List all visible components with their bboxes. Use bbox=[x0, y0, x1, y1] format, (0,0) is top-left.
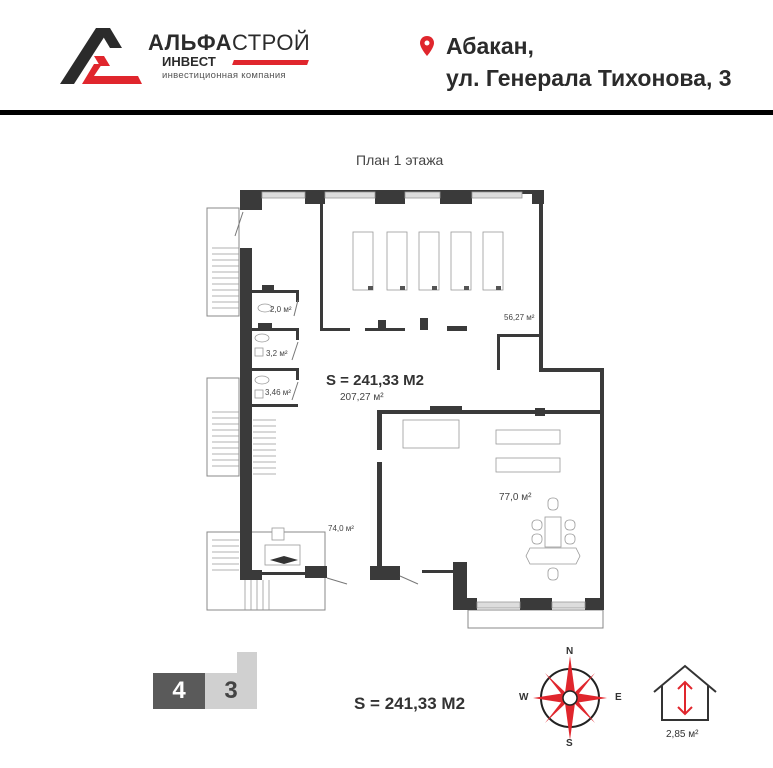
room-area-entrance: 74,0 м² bbox=[328, 524, 354, 533]
room-area-north-office: 56,27 м² bbox=[504, 313, 535, 322]
ceiling-height: 2,85 м² bbox=[650, 662, 720, 742]
logo-brand-bold: АЛЬФА bbox=[148, 30, 233, 55]
compass-s: S bbox=[566, 738, 573, 749]
plan-total-area: S = 241,33 М2 bbox=[326, 372, 424, 389]
room-area-wc-1: 2,0 м² bbox=[270, 305, 292, 314]
footer-total-area: S = 241,33 М2 bbox=[354, 694, 466, 713]
plan-title: План 1 этажа bbox=[356, 152, 444, 168]
compass-e: E bbox=[615, 692, 622, 703]
room-area-wc-3: 3,46 м² bbox=[265, 388, 291, 397]
logo-sub: ИНВЕСТ bbox=[162, 54, 216, 69]
room-area-hall: 207,27 м² bbox=[340, 392, 384, 403]
logo-tagline: инвестиционная компания bbox=[162, 70, 286, 81]
room-area-east-office: 77,0 м² bbox=[499, 492, 532, 503]
floor-current[interactable]: 4 bbox=[153, 673, 205, 709]
logo: АЛЬФАСТРОЙ ИНВЕСТ инвестиционная компани… bbox=[58, 26, 318, 88]
floor-other[interactable]: 3 bbox=[205, 673, 257, 709]
ceiling-height-icon bbox=[653, 664, 717, 721]
header-separator bbox=[0, 110, 773, 115]
ceiling-height-value: 2,85 м² bbox=[666, 729, 699, 740]
floor-indicator: 4 3 bbox=[153, 652, 257, 709]
compass-w: W bbox=[519, 692, 529, 703]
floor-plan bbox=[206, 190, 604, 629]
logo-brand-thin: СТРОЙ bbox=[232, 30, 311, 55]
map-pin-icon bbox=[420, 36, 434, 56]
address-city: Абакан, bbox=[446, 33, 534, 59]
compass-rose-icon bbox=[533, 656, 607, 740]
room-area-wc-2: 3,2 м² bbox=[266, 349, 288, 358]
compass: N S W E bbox=[515, 646, 625, 749]
address-street: ул. Генерала Тихонова, 3 bbox=[446, 65, 732, 91]
compass-n: N bbox=[566, 646, 574, 657]
logo-accent-bar bbox=[232, 60, 309, 65]
logo-mark-icon bbox=[60, 28, 142, 84]
